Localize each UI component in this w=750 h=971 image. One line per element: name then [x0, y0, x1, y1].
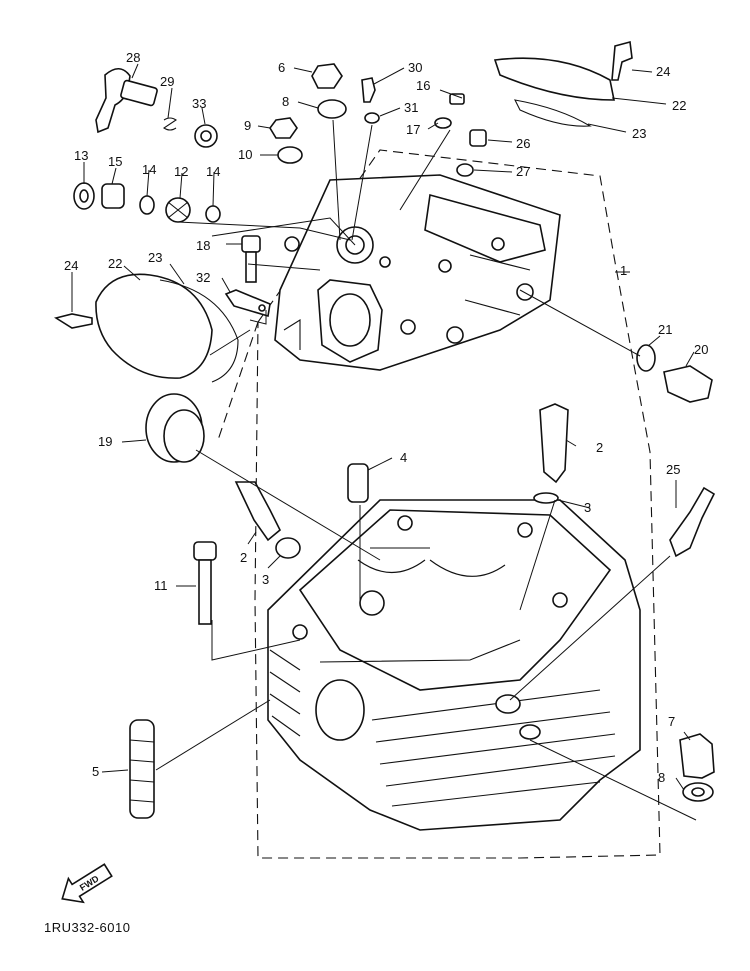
- callout-4: 4: [400, 450, 407, 465]
- callout-2-left: 2: [240, 550, 247, 565]
- callout-19: 19: [98, 434, 112, 449]
- callout-13: 13: [74, 148, 88, 163]
- callout-31: 31: [404, 100, 418, 115]
- callout-10: 10: [238, 147, 252, 162]
- fwd-direction-arrow: FWD: [61, 863, 113, 904]
- small-parts: [53, 40, 716, 819]
- callout-12: 12: [174, 164, 188, 179]
- callout-6: 6: [278, 60, 285, 75]
- callout-23-left: 23: [148, 250, 162, 265]
- callout-28: 28: [126, 50, 140, 65]
- callout-32: 32: [196, 270, 210, 285]
- callout-14-left: 14: [142, 162, 156, 177]
- callout-9: 9: [244, 118, 251, 133]
- callout-22-top: 22: [672, 98, 686, 113]
- cylinder-head: [267, 499, 641, 831]
- callout-27: 27: [516, 164, 530, 179]
- callout-22-left: 22: [108, 256, 122, 271]
- callout-24-top: 24: [656, 64, 670, 79]
- leader-lines: [71, 63, 697, 821]
- callout-8-top: 8: [282, 94, 289, 109]
- callout-1: 1: [620, 263, 627, 278]
- callout-7: 7: [668, 714, 675, 729]
- diagram-code: 1RU332-6010: [44, 920, 131, 935]
- callout-2-right: 2: [596, 440, 603, 455]
- callout-3-left: 3: [262, 572, 269, 587]
- callout-33: 33: [192, 96, 206, 111]
- callout-11: 11: [154, 578, 168, 593]
- callout-30: 30: [408, 60, 422, 75]
- callout-21: 21: [658, 322, 672, 337]
- callout-15: 15: [108, 154, 122, 169]
- callout-18: 18: [196, 238, 210, 253]
- callout-14-right: 14: [206, 164, 220, 179]
- callout-8-right: 8: [658, 770, 665, 785]
- callout-29: 29: [160, 74, 174, 89]
- callout-labels: 1 2 2 3 3 4 5 6 7 8 8 9 10 11 12 13 14 1…: [64, 50, 708, 785]
- cylinder-head-cover: [274, 174, 561, 371]
- callout-20: 20: [694, 342, 708, 357]
- callout-25: 25: [666, 462, 680, 477]
- callout-3-right: 3: [584, 500, 591, 515]
- callout-5: 5: [92, 764, 99, 779]
- assembly-boundary: [217, 149, 661, 859]
- callout-26: 26: [516, 136, 530, 151]
- callout-24-left: 24: [64, 258, 78, 273]
- callout-17: 17: [406, 122, 420, 137]
- callout-16: 16: [416, 78, 430, 93]
- callout-23-top: 23: [632, 126, 646, 141]
